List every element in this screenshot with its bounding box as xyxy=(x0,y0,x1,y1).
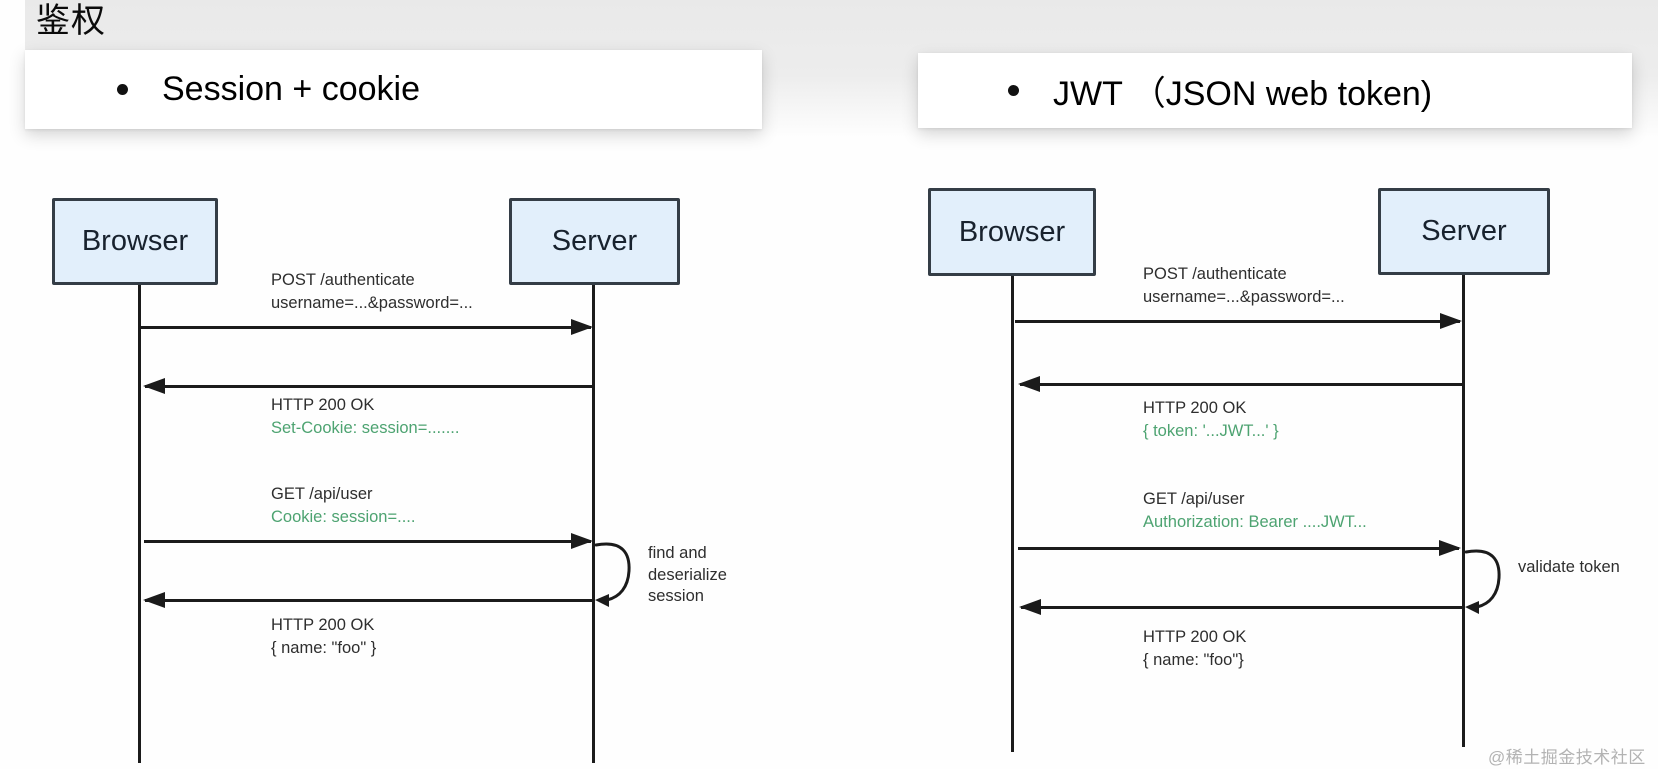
left-browser-actor-label: Browser xyxy=(81,225,189,257)
right-message-4-line2: { name: "foo"} xyxy=(1143,651,1244,669)
arrowhead-right-icon xyxy=(571,319,593,335)
right-message-2-line1: HTTP 200 OK xyxy=(1143,399,1247,417)
right-message-3-label: GET /api/user Authorization: Bearer ....… xyxy=(1143,488,1367,534)
left-loop-line3: session xyxy=(648,587,704,605)
left-message-1-line2: username=...&password=... xyxy=(271,293,473,312)
left-message-1-label: POST /authenticate username=...&password… xyxy=(271,269,473,314)
left-browser-actor-box: Browser xyxy=(52,198,218,285)
right-message-3-line2: Authorization: Bearer ....JWT... xyxy=(1143,513,1367,531)
right-arrow-post-authenticate xyxy=(1015,313,1462,329)
right-arrow-http200-token xyxy=(1018,376,1463,392)
right-message-1-label: POST /authenticate username=...&password… xyxy=(1143,263,1345,308)
left-self-loop-arrow xyxy=(594,542,631,607)
arrowhead-right-icon xyxy=(571,533,593,549)
left-arrow-http200-name-foo xyxy=(143,592,593,608)
right-message-1-line2: username=...&password=... xyxy=(1143,287,1345,306)
left-message-4-line2: { name: "foo" } xyxy=(271,639,377,657)
left-arrow-get-api-user xyxy=(144,533,593,549)
arrowhead-left-icon xyxy=(1019,599,1041,615)
left-server-actor-box: Server xyxy=(509,198,680,285)
right-message-4-line1: HTTP 200 OK xyxy=(1143,628,1247,646)
arrowhead-left-icon xyxy=(1465,601,1479,614)
left-message-3-line2: Cookie: session=.... xyxy=(271,508,416,526)
right-message-2-line2: { token: '...JWT...' } xyxy=(1143,422,1279,440)
right-loop-line1: validate token xyxy=(1518,558,1620,576)
left-message-1-line1: POST /authenticate xyxy=(271,271,415,289)
right-arrow-http200-name-foo xyxy=(1019,599,1463,615)
left-message-2-line2: Set-Cookie: session=....... xyxy=(271,419,460,437)
right-arrow-get-api-user xyxy=(1018,540,1461,556)
arrowhead-right-icon xyxy=(1439,540,1461,556)
right-server-actor-label: Server xyxy=(1421,215,1507,247)
right-loop-label: validate token xyxy=(1518,557,1620,579)
self-loop-curve xyxy=(1464,549,1501,609)
left-arrow-post-authenticate xyxy=(141,319,593,335)
left-loop-line1: find and xyxy=(648,544,707,562)
left-message-4-line1: HTTP 200 OK xyxy=(271,616,375,634)
bullet-icon xyxy=(117,84,128,95)
arrowhead-left-icon xyxy=(143,592,165,608)
right-server-actor-box: Server xyxy=(1378,188,1550,275)
left-arrow-http200-setcookie xyxy=(143,378,593,394)
card-jwt-label: JWT （JSON web token) xyxy=(1053,75,1433,113)
right-message-4-label: HTTP 200 OK { name: "foo"} xyxy=(1143,626,1246,672)
page-title: 鉴权 xyxy=(36,2,106,40)
right-browser-actor-label: Browser xyxy=(958,215,1066,248)
left-message-2-line1: HTTP 200 OK xyxy=(271,396,375,414)
right-self-loop-arrow xyxy=(1464,549,1501,614)
arrowhead-right-icon xyxy=(1440,313,1462,329)
left-loop-line2: deserialize xyxy=(648,565,727,584)
left-message-2-label: HTTP 200 OK Set-Cookie: session=....... xyxy=(271,394,459,440)
left-message-3-line1: GET /api/user xyxy=(271,485,373,503)
card-session-cookie: Session + cookie xyxy=(25,50,762,129)
arrowhead-left-icon xyxy=(1018,376,1040,392)
left-server-lifeline xyxy=(592,285,595,763)
left-message-3-label: GET /api/user Cookie: session=.... xyxy=(271,483,415,529)
left-browser-lifeline xyxy=(138,285,141,763)
arrowhead-left-icon xyxy=(595,594,609,607)
watermark: @稀土掘金技术社区 xyxy=(1488,748,1646,767)
right-message-2-label: HTTP 200 OK { token: '...JWT...' } xyxy=(1143,397,1279,443)
self-loop-curve xyxy=(594,542,631,602)
right-browser-actor-box: Browser xyxy=(928,188,1096,276)
card-jwt: JWT （JSON web token) xyxy=(918,53,1632,128)
right-message-3-line1: GET /api/user xyxy=(1143,490,1245,508)
arrowhead-left-icon xyxy=(143,378,165,394)
right-server-lifeline xyxy=(1462,275,1465,747)
left-server-actor-label: Server xyxy=(551,225,638,257)
left-message-4-label: HTTP 200 OK { name: "foo" } xyxy=(271,614,376,660)
right-browser-lifeline xyxy=(1011,276,1014,752)
bullet-icon xyxy=(1008,85,1019,96)
card-session-cookie-label: Session + cookie xyxy=(162,70,420,108)
right-message-1-line1: POST /authenticate xyxy=(1143,265,1287,283)
left-loop-label: find and deserialize session xyxy=(648,543,727,608)
